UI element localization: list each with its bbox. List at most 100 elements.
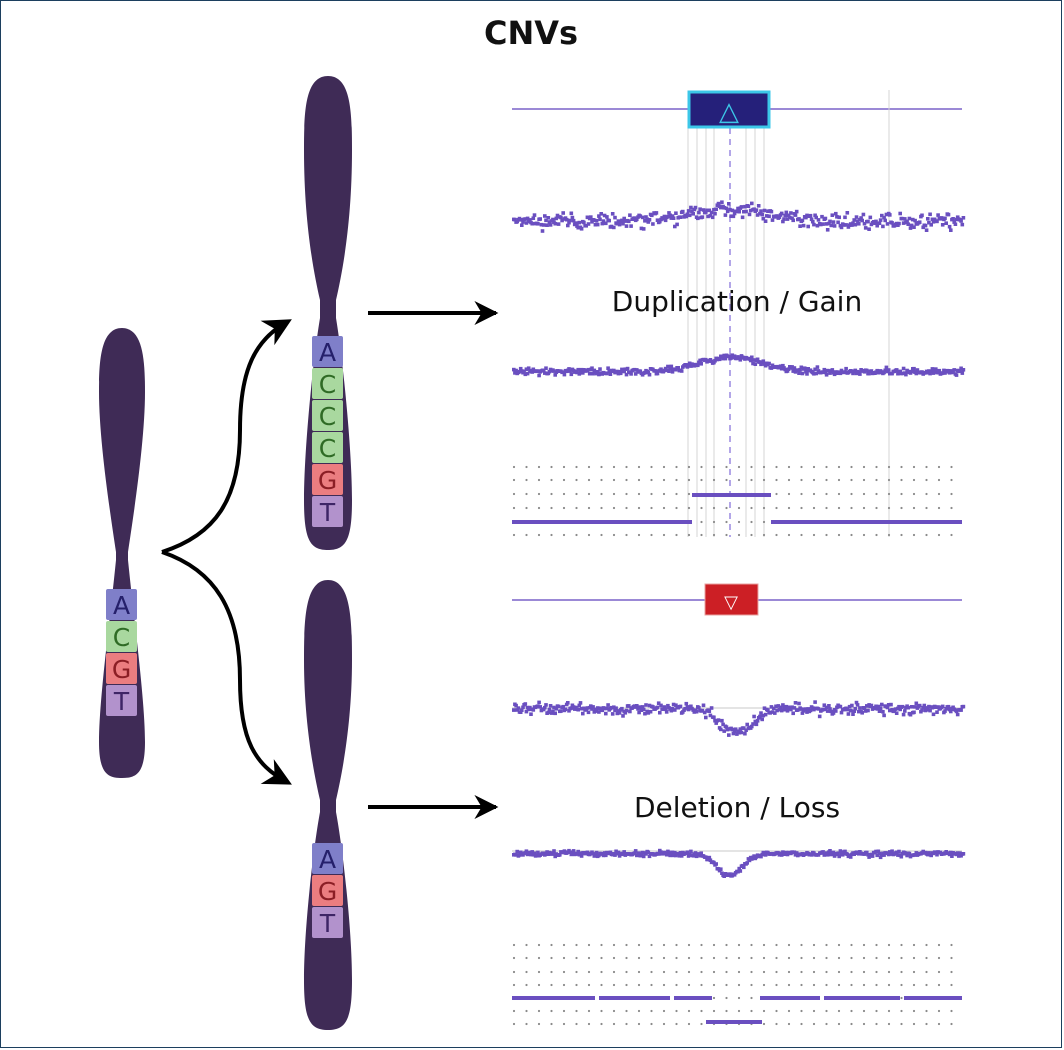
del-grid-dot	[537, 943, 541, 947]
dup-bottom-data-point	[763, 363, 768, 368]
dup-bottom-data-point	[713, 359, 717, 363]
dup-top-data-point	[831, 220, 836, 224]
dup-bottom-data-point	[928, 371, 932, 376]
dup-bottom-data-point	[622, 369, 626, 374]
del-bottom-data-point	[664, 852, 669, 857]
del-grid-dot	[537, 970, 541, 974]
del-bottom-data-point	[673, 850, 677, 855]
del-grid-dot	[762, 956, 766, 960]
dup-grid-dot	[575, 492, 578, 496]
del-grid-dot	[525, 970, 528, 974]
dup-top-data-point	[739, 205, 744, 209]
dup-top-data-point	[854, 215, 859, 219]
dup-grid-dot	[887, 533, 891, 537]
del-bottom-data-point	[792, 850, 797, 854]
dup-top-data-point	[590, 220, 594, 224]
dup-grid-dot	[700, 533, 703, 537]
del-top-data-point	[743, 731, 747, 736]
del-top-data-point	[762, 706, 767, 710]
del-grid-dot	[825, 1022, 828, 1026]
dup-bottom-data-point	[920, 370, 924, 374]
del-top-data-point	[813, 700, 817, 704]
dup-grid-dot	[587, 533, 591, 537]
dup-top-data-point	[546, 216, 551, 220]
del-top-data-point	[544, 703, 548, 707]
del-top-data-point	[678, 704, 683, 709]
deletion-panel: ▽ Deletion / Loss	[512, 583, 966, 1026]
dup-grid-dot	[875, 465, 878, 469]
del-top-data-point	[548, 704, 553, 708]
dup-grid-dot	[875, 533, 878, 537]
dup-grid-dot	[912, 478, 916, 482]
del-grid-dot	[862, 956, 866, 960]
del-top-data-point	[898, 707, 902, 712]
dup-grid-dot	[562, 506, 566, 510]
dup-bottom-data-point	[751, 361, 755, 366]
del-bottom-data-point	[698, 853, 702, 858]
dup-top-data-point	[566, 223, 570, 228]
dup-top-data-point	[883, 218, 887, 223]
del-grid-dot	[550, 943, 553, 947]
del-grid-dot	[800, 1022, 803, 1026]
dup-top-data-point	[594, 218, 599, 223]
dup-grid-dot	[600, 506, 603, 510]
del-grid-dot	[687, 970, 691, 974]
dup-top-data-point	[541, 223, 546, 227]
dup-bottom-data-point	[512, 367, 516, 372]
dup-bottom-data-point	[662, 368, 667, 373]
del-grid-dot	[937, 1009, 941, 1013]
dup-top-data-point	[783, 213, 787, 218]
del-grid-dot	[950, 983, 953, 987]
dup-bottom-data-point	[858, 372, 862, 376]
dup-bottom-data-point	[525, 371, 530, 376]
del-bottom-data-point	[694, 854, 699, 859]
dup-top-data-point	[855, 219, 860, 223]
del-grid-dot	[875, 970, 878, 974]
dup-top-data-point	[781, 219, 785, 224]
arrow-to-duplication	[161, 319, 292, 554]
del-top-data-point	[578, 701, 583, 705]
dup-bottom-data-point	[830, 368, 835, 372]
dup-top-data-point	[598, 217, 602, 222]
del-grid-dot	[600, 943, 603, 947]
dup-top-data-point	[731, 214, 736, 219]
dup-bottom-data-point	[761, 359, 766, 363]
del-bottom-data-point	[763, 853, 768, 857]
del-grid-dot	[850, 1009, 853, 1013]
del-top-data-point	[799, 707, 804, 711]
del-grid-dot	[825, 956, 828, 960]
del-top-data-point	[875, 707, 879, 711]
dup-bottom-data-point	[722, 353, 726, 358]
del-grid-dot	[662, 970, 666, 974]
dup-top-data-point	[706, 214, 710, 219]
del-top-data-point	[752, 714, 756, 719]
deleted-chromosome	[304, 580, 352, 1030]
del-top-data-point	[520, 708, 524, 712]
del-top-data-point	[616, 709, 621, 713]
dup-bottom-data-point	[633, 372, 638, 376]
del-top-data-point	[882, 713, 886, 718]
dup-top-data-point	[835, 215, 839, 219]
del-top-data-point	[897, 704, 901, 709]
dup-top-data-point	[593, 222, 598, 227]
del-grid-dot	[712, 970, 716, 974]
dup-top-data-point	[898, 211, 902, 216]
del-top-data-point	[674, 703, 678, 707]
dup-top-data-point	[678, 215, 683, 219]
dup-grid-dot	[650, 506, 653, 510]
dup-top-data-point	[599, 212, 603, 216]
del-grid-dot	[625, 943, 628, 947]
del-top-data-point	[922, 703, 927, 708]
dup-grid-dot	[900, 478, 903, 482]
dup-bottom-data-point	[769, 366, 774, 370]
dup-bottom-data-point	[541, 368, 546, 373]
del-grid-dot	[875, 983, 878, 987]
del-bottom-data-point	[604, 853, 608, 858]
del-top-data-point	[566, 701, 570, 705]
dup-top-data-point	[654, 211, 659, 215]
dup-top-data-point	[862, 221, 867, 226]
dup-bottom-data-point	[578, 370, 583, 375]
dup-top-data-point	[719, 205, 723, 210]
del-top-data-point	[563, 707, 568, 711]
